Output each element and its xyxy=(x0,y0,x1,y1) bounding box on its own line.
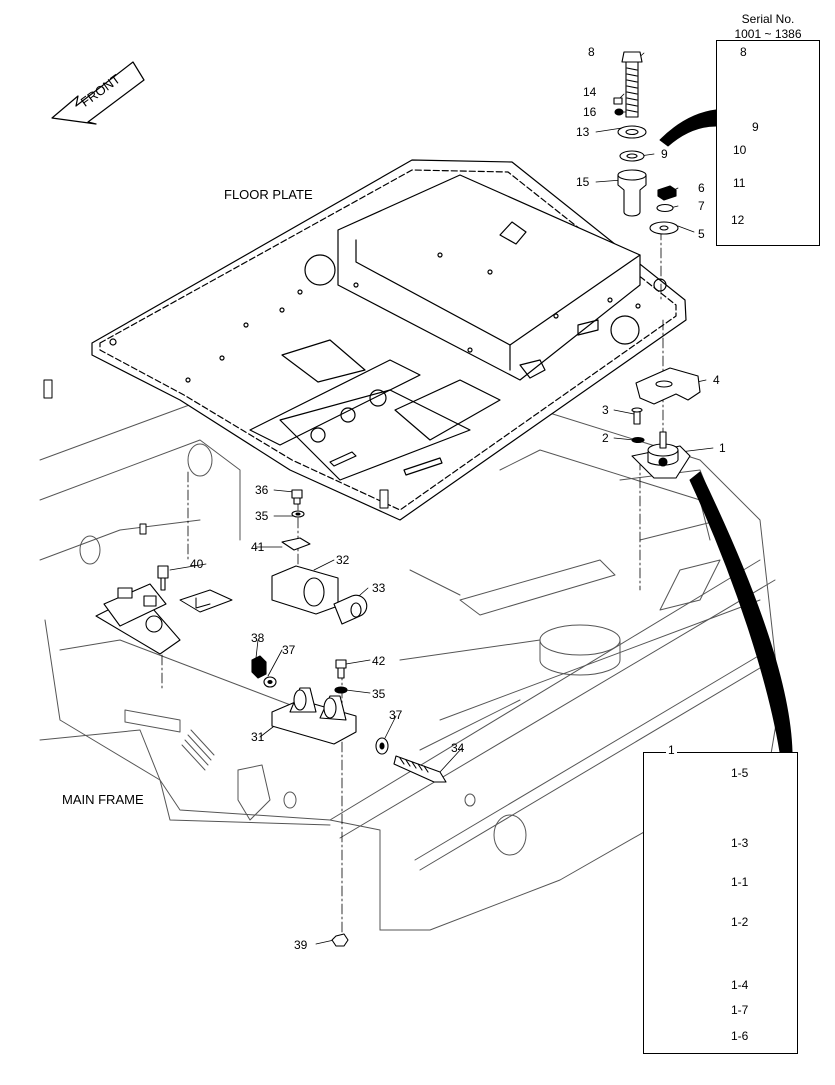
left-mount-group xyxy=(95,565,181,655)
serial-part-number: 11 xyxy=(733,176,746,190)
part-number: 3 xyxy=(602,403,609,417)
part-number: 38 xyxy=(251,631,265,645)
part-number: 42 xyxy=(372,654,386,668)
serial-number-box xyxy=(716,40,820,246)
detail-part-number: 1-5 xyxy=(731,766,749,780)
detail-part-number: 1-6 xyxy=(731,1029,749,1043)
part-number: 8 xyxy=(588,45,595,59)
serial-part-number: 9 xyxy=(752,120,759,134)
mount-bracket-group xyxy=(631,367,701,479)
detail-part-number: 1-7 xyxy=(731,1003,749,1017)
part-number: 39 xyxy=(294,938,308,952)
detail-sweep-arrow xyxy=(689,471,793,753)
detail-box-title: 1 xyxy=(666,743,677,757)
part-number: 15 xyxy=(576,175,590,189)
serial-sweep-arrow xyxy=(659,109,717,147)
serial-part-number: 12 xyxy=(731,213,745,227)
part-number: 32 xyxy=(336,553,350,567)
part-number: 5 xyxy=(698,227,705,241)
floor-plate-drawing xyxy=(91,159,687,521)
main-frame-label: MAIN FRAME xyxy=(62,792,144,807)
upper-mount-stack xyxy=(613,51,679,235)
frame-details xyxy=(43,379,389,613)
floor-plate-label: FLOOR PLATE xyxy=(224,187,313,202)
detail-part-number: 1-4 xyxy=(731,978,749,992)
part-number: 37 xyxy=(389,708,403,722)
serial-part-number: 8 xyxy=(740,45,747,59)
serial-box-title: Serial No. xyxy=(741,12,795,26)
part-number: 9 xyxy=(661,147,668,161)
part-number: 13 xyxy=(576,125,590,139)
part-number: 36 xyxy=(255,483,269,497)
detail-part-number: 1-2 xyxy=(731,915,749,929)
part-number: 14 xyxy=(583,85,597,99)
part-number: 40 xyxy=(190,557,204,571)
part-number: 31 xyxy=(251,730,265,744)
front-arrow-icon xyxy=(51,61,145,125)
detail-part-number: 1-3 xyxy=(731,836,749,850)
part-number: 41 xyxy=(251,540,265,554)
part-number: 33 xyxy=(372,581,386,595)
serial-box-range: 1001 ~ 1386 xyxy=(734,27,802,41)
part-number: 4 xyxy=(713,373,720,387)
part-number: 34 xyxy=(451,741,465,755)
center-mount-group xyxy=(251,489,447,947)
part-number: 1 xyxy=(719,441,726,455)
part-number: 35 xyxy=(255,509,269,523)
part-number: 37 xyxy=(282,643,296,657)
detail-box xyxy=(643,752,798,1054)
detail-part-number: 1-1 xyxy=(731,875,749,889)
part-number: 16 xyxy=(583,105,597,119)
serial-part-number: 10 xyxy=(733,143,747,157)
part-number: 35 xyxy=(372,687,386,701)
part-number: 7 xyxy=(698,199,705,213)
part-number: 6 xyxy=(698,181,705,195)
part-number: 2 xyxy=(602,431,609,445)
serial-box-header: Serial No. 1001 ~ 1386 xyxy=(716,12,820,42)
